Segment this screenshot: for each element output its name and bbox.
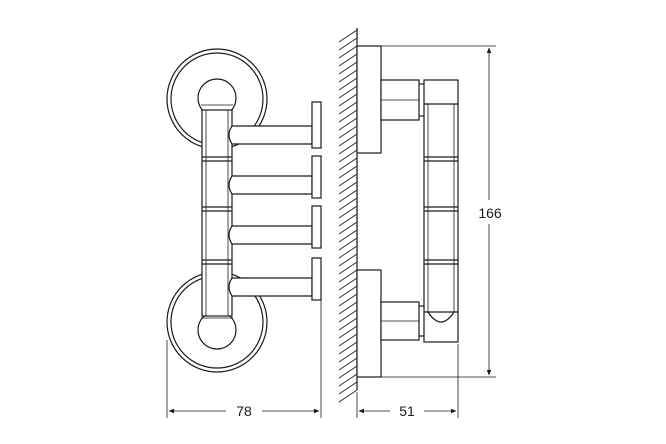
wall-hatch-line	[338, 245, 358, 259]
wall-hatch-line	[338, 29, 358, 43]
wall-hatch-line	[338, 277, 358, 291]
front-view	[166, 48, 322, 373]
wall-hatch-line	[338, 373, 358, 387]
wall-hatch-line	[338, 349, 358, 363]
wall-hatch-line	[338, 213, 358, 227]
swing-arm-2	[228, 155, 322, 199]
wall-hatch-line	[338, 301, 358, 315]
wall-hatch-line	[338, 37, 358, 51]
wall-hatch-line	[338, 285, 358, 299]
wall-hatch-line	[338, 221, 358, 235]
wall-hatch-line	[338, 293, 358, 307]
width-dimension: 78	[166, 300, 322, 419]
wall-hatch-line	[338, 205, 358, 219]
bottom-end-cap	[197, 310, 237, 350]
wall-hatch-line	[338, 109, 358, 123]
wall-hatch-line	[338, 125, 358, 139]
pivot-column	[201, 109, 233, 317]
swing-arm-3	[228, 205, 322, 249]
wall-hatch-line	[338, 53, 358, 67]
wall-hatch-line	[338, 85, 358, 99]
wall-section	[338, 28, 358, 403]
wall-hatch-line	[338, 197, 358, 211]
wall-hatch-line	[338, 117, 358, 131]
wall-hatch-line	[338, 149, 358, 163]
height-dimension: 166	[381, 45, 504, 378]
wall-hatch-line	[338, 181, 358, 195]
wall-hatch-line	[338, 133, 358, 147]
wall-hatch-line	[338, 141, 358, 155]
wall-hatch-line	[338, 389, 358, 403]
wall-hatch-line	[338, 77, 358, 91]
wall-hatch-line	[338, 229, 358, 243]
wall-hatch-line	[338, 45, 358, 59]
wall-hatch-line	[338, 101, 358, 115]
width-label: 78	[236, 403, 252, 419]
height-label: 166	[478, 205, 502, 221]
wall-hatch-line	[338, 365, 358, 379]
depth-label: 51	[399, 403, 415, 419]
wall-hatch-line	[338, 173, 358, 187]
wall-hatch-line	[338, 157, 358, 171]
top-mount-plate	[356, 45, 382, 154]
side-column	[423, 79, 459, 343]
swing-arm-1	[228, 101, 322, 149]
wall-hatch-line	[338, 325, 358, 339]
wall-hatch-line	[338, 357, 358, 371]
swing-arm-4	[228, 257, 322, 301]
wall-hatch-line	[338, 237, 358, 251]
wall-hatch-line	[338, 61, 358, 75]
bottom-mount-plate	[356, 269, 382, 378]
wall-hatch-line	[338, 317, 358, 331]
wall-hatch-line	[338, 341, 358, 355]
wall-hatch-line	[338, 69, 358, 83]
wall-hatch-line	[338, 381, 358, 395]
side-connector-links	[419, 83, 424, 337]
wall-hatch-line	[338, 309, 358, 323]
side-view	[356, 45, 459, 378]
wall-hatch-line	[338, 189, 358, 203]
wall-hatch-line	[338, 165, 358, 179]
bottom-connector	[380, 301, 420, 341]
wall-hatch-line	[338, 253, 358, 267]
top-connector	[380, 79, 420, 121]
wall-hatch-line	[338, 269, 358, 283]
wall-hatch-line	[338, 93, 358, 107]
wall-hatch-line	[338, 261, 358, 275]
wall-hatch-line	[338, 333, 358, 347]
depth-dimension: 51	[356, 344, 459, 419]
